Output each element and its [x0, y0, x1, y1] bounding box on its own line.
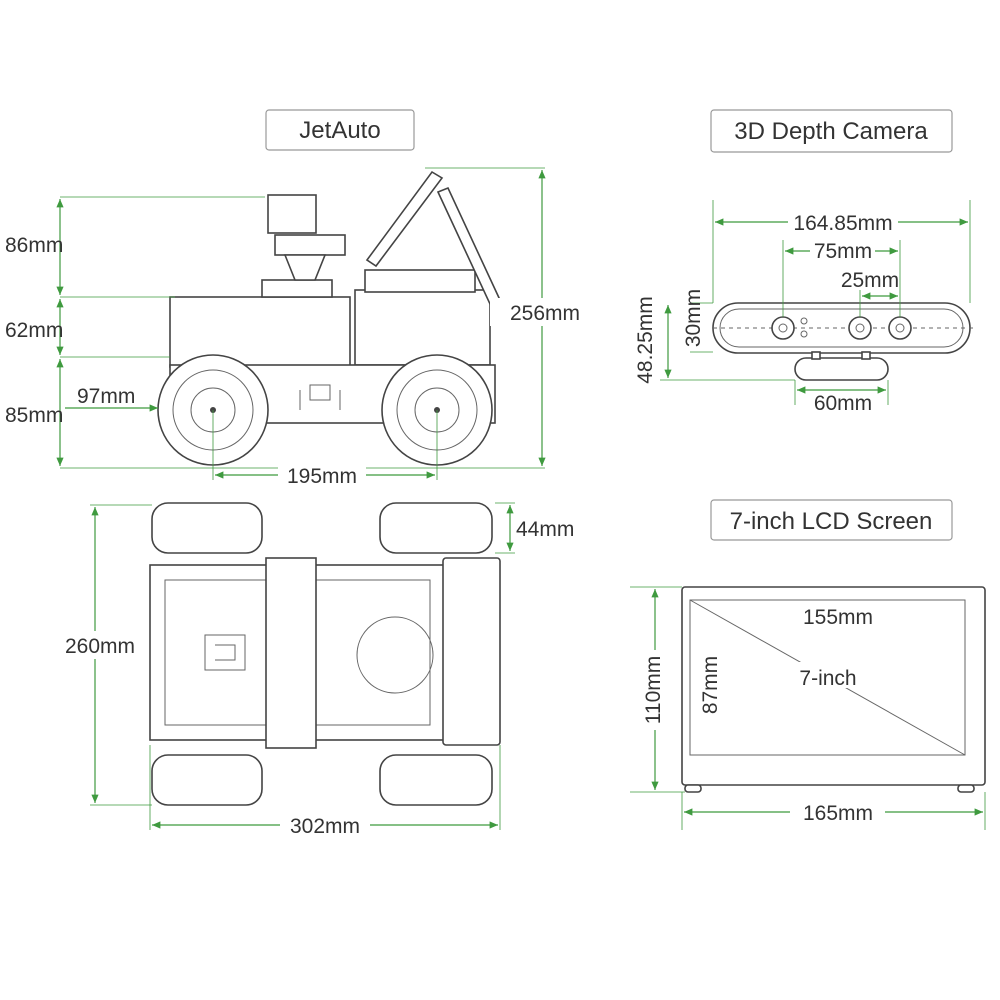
- dim-155mm: 155mm: [803, 606, 873, 629]
- robot-top-view: 44mm 260mm 302mm: [63, 502, 574, 838]
- dim-256mm: 256mm: [510, 302, 580, 325]
- dim-97mm: 97mm: [77, 385, 135, 408]
- dim-260mm: 260mm: [65, 635, 135, 658]
- lidar: [267, 194, 317, 234]
- lcd-top: [442, 557, 501, 746]
- dim-164-85mm: 164.85mm: [793, 212, 892, 235]
- robot-side-view: 86mm 62mm 85mm 97mm 256mm 195mm: [5, 167, 590, 488]
- dim-48-25mm: 48.25mm: [634, 296, 657, 384]
- lcd-screen-view: 155mm 7-inch 87mm 110mm 165mm: [630, 586, 986, 830]
- dim-86mm: 86mm: [5, 234, 63, 257]
- dim-75mm: 75mm: [814, 240, 872, 263]
- antenna: [365, 170, 444, 268]
- svg-text:3D Depth Camera: 3D Depth Camera: [734, 118, 928, 145]
- dim-195mm: 195mm: [287, 465, 357, 488]
- dim-85mm: 85mm: [5, 404, 63, 427]
- dim-25mm: 25mm: [841, 269, 899, 292]
- dim-110mm: 110mm: [642, 656, 665, 724]
- dim-302mm: 302mm: [290, 815, 360, 838]
- svg-text:JetAuto: JetAuto: [299, 117, 380, 144]
- dim-44mm: 44mm: [516, 518, 574, 541]
- title-jetauto: JetAuto: [265, 109, 415, 151]
- dim-165mm: 165mm: [803, 802, 873, 825]
- svg-text:7-inch LCD Screen: 7-inch LCD Screen: [730, 508, 933, 535]
- title-lcd-screen: 7-inch LCD Screen: [710, 499, 953, 541]
- dim-62mm: 62mm: [5, 319, 63, 342]
- dim-60mm: 60mm: [814, 392, 872, 415]
- title-depth-camera: 3D Depth Camera: [710, 109, 953, 153]
- depth-camera-view: 164.85mm 75mm 25mm 30mm 48.25mm 60mm: [634, 200, 975, 415]
- dim-87mm: 87mm: [699, 656, 722, 714]
- dim-30mm: 30mm: [682, 289, 705, 347]
- dim-7-inch: 7-inch: [799, 667, 856, 690]
